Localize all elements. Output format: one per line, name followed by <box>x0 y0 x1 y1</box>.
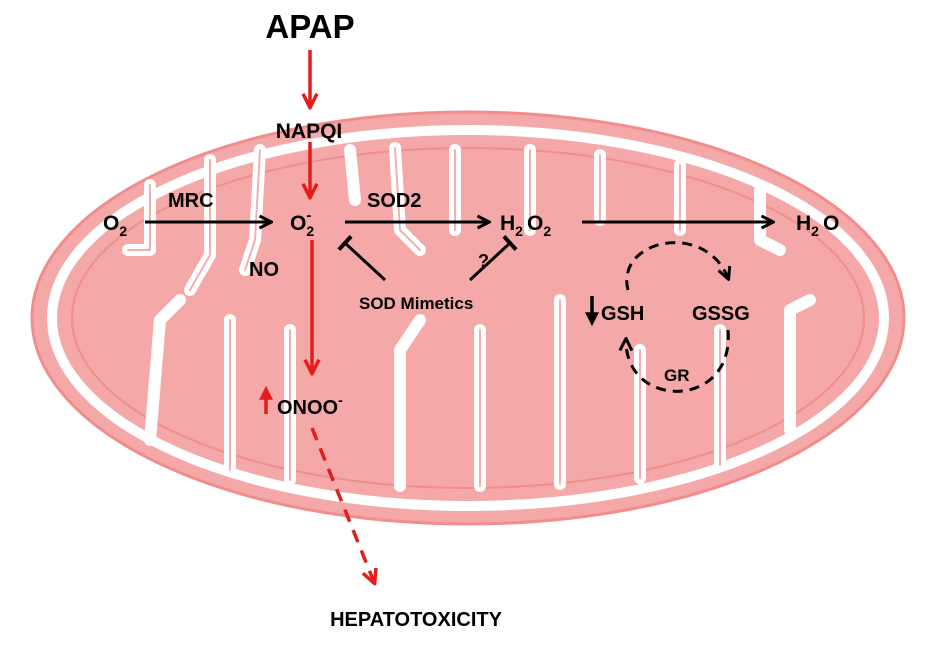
gssg-to-gsh-arrow <box>626 329 730 393</box>
hepatotoxicity-label: HEPATOTOXICITY <box>330 609 503 631</box>
no-label: NO <box>249 259 279 281</box>
superoxide-label: O-2 <box>290 207 314 239</box>
gsh-to-gssg-arrow <box>625 241 728 291</box>
sod-mimetics-inhibit-superoxide <box>337 235 387 282</box>
mitochondrion <box>30 110 906 526</box>
gsh-label: GSH <box>601 303 644 325</box>
peroxynitrite-label: ONOO- <box>277 392 343 419</box>
gssg-label: GSSG <box>692 303 750 325</box>
napqi-label: NAPQI <box>276 120 343 143</box>
sod2-label: SOD2 <box>367 190 421 212</box>
sod-mimetics-label: SOD Mimetics <box>359 294 473 313</box>
gr-label: GR <box>664 366 690 385</box>
peroxynitrite-to-hepatotoxicity-arrow <box>310 427 374 582</box>
oxygen-label: O2 <box>103 212 127 239</box>
question-mark-label: ? <box>478 251 489 271</box>
apap-label: APAP <box>265 8 354 45</box>
sod-mimetics-inhibit-h2o2 <box>468 235 518 282</box>
mrc-label: MRC <box>168 190 214 212</box>
